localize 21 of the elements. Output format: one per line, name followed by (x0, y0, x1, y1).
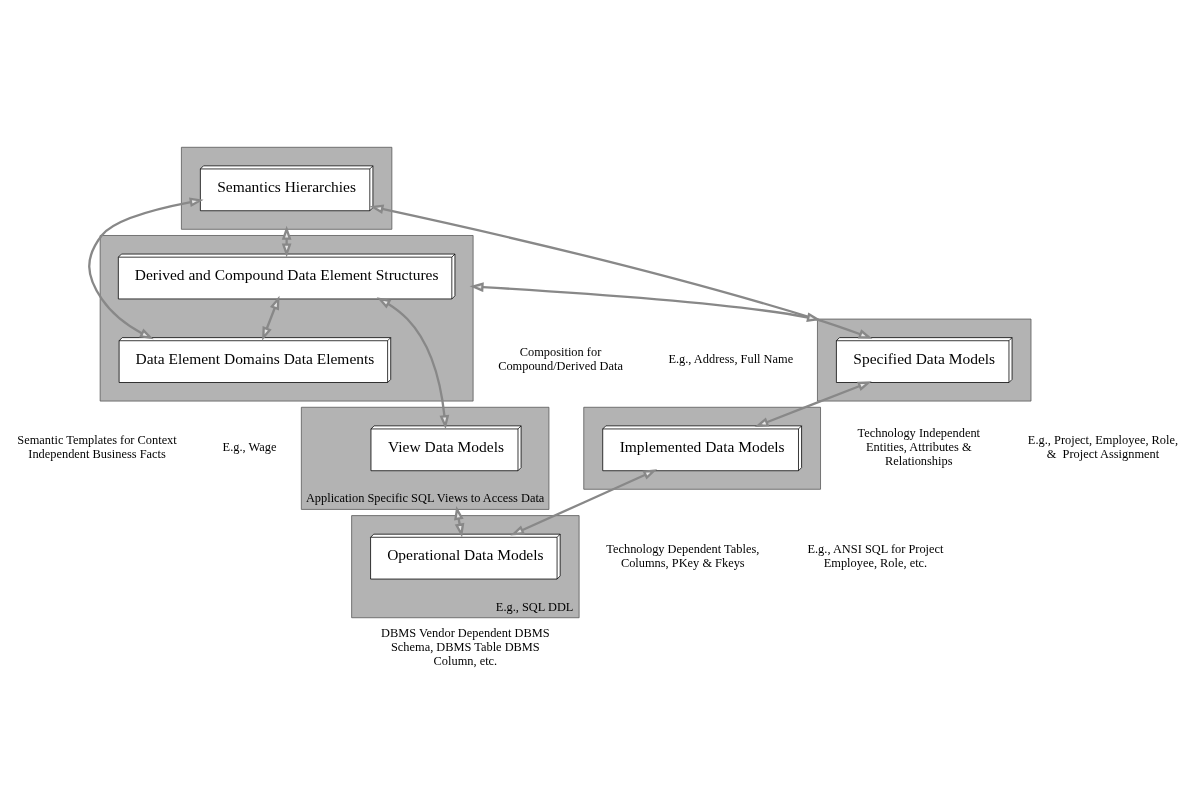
node-label: E.g., ANSI SQL for Project Employee, Role, etc. (807, 541, 944, 570)
node-label: E.g., Wage (222, 439, 277, 454)
cluster (99, 234, 474, 401)
node-label: Semantic Templates for Context Independent Business Facts (17, 432, 177, 461)
node-label: DBMS Vendor Dependent DBMS Schema, DBMS Table DBMS Column, etc. (381, 625, 550, 668)
arrow (369, 203, 873, 339)
arrow (510, 468, 658, 536)
cluster (817, 318, 1032, 401)
node-label: Technology Independent Entities, Attributes & Relationships (857, 425, 981, 468)
arrow (469, 281, 821, 322)
node-label: Technology Dependent Tables, Columns, PKey & Fkeys (606, 541, 760, 570)
node-label: Composition for Compound/Derived Data (498, 344, 623, 373)
arrow (376, 296, 450, 429)
arrow (262, 295, 280, 341)
arrow (281, 225, 292, 257)
node-label: E.g., Address, Full Name (668, 351, 794, 366)
arrow (754, 380, 872, 427)
arrow (88, 197, 204, 339)
cluster (181, 146, 393, 230)
cluster (583, 406, 821, 490)
node-label: E.g., Project, Employee, Role, & Project Assignment (1027, 432, 1179, 461)
